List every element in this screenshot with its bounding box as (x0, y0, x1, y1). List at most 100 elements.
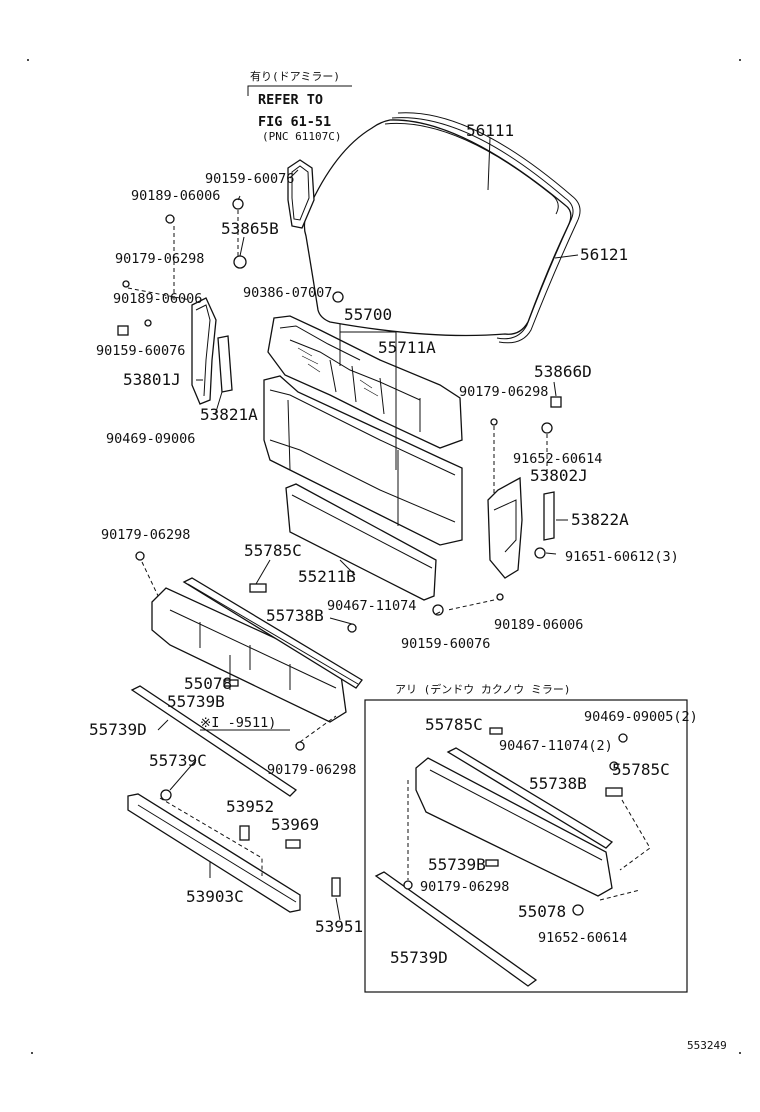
inset-fastener-d (572, 904, 584, 916)
label-55739C: 55739C (149, 751, 207, 770)
molding-55739D (130, 685, 298, 797)
fasteners-left-upper (117, 198, 344, 336)
seal-left-53821A (217, 335, 233, 393)
label-90159-b: 90159-60076 (96, 343, 185, 359)
inset-fastener-c (403, 880, 413, 890)
leader-dash-3 (127, 287, 191, 301)
cowl-inner-panel-55711A (263, 375, 463, 546)
label-90189-a: 90189-06006 (131, 188, 220, 204)
label-90179-c: 90179-06298 (101, 527, 190, 543)
label-55700: 55700 (344, 305, 392, 324)
clip-53952 (239, 825, 250, 841)
cowl-side-right-53802J (487, 476, 523, 579)
inset-box (364, 699, 688, 993)
leader-dash-6 (447, 599, 495, 611)
label-53802J: 53802J (530, 466, 588, 485)
leader-lines (157, 137, 579, 921)
inset-molding (446, 747, 614, 849)
refer-line-1: REFER TO (258, 92, 323, 108)
inset-lower-molding (374, 871, 538, 987)
label-56121: 56121 (580, 245, 628, 264)
label-55211B: 55211B (298, 567, 356, 586)
label-90179-a: 90179-06298 (115, 251, 204, 267)
weatherstrip (384, 112, 581, 344)
inset-fastener-b (609, 761, 619, 771)
label-53951: 53951 (315, 917, 363, 936)
inset-dash-2 (619, 799, 651, 871)
label-90179-b: 90179-06298 (459, 384, 548, 400)
part-labels: 56111 56121 90159-60076 90189-06006 5386… (89, 121, 679, 936)
leader-dash-8 (299, 715, 337, 743)
windshield-glass (303, 119, 572, 337)
label-53903C: 53903C (186, 887, 244, 906)
label-55078-b: 55078 (518, 902, 566, 921)
inset-fastener-a (618, 733, 628, 743)
fastener-90467-a (347, 623, 357, 633)
clip-55739C (160, 789, 172, 801)
refer-note-jp: 有り(ドアミラー) (250, 69, 340, 83)
label-55739D-b: 55739D (390, 948, 448, 967)
fasteners-right (432, 396, 562, 616)
label-53952: 53952 (226, 797, 274, 816)
inset-clip-a (489, 727, 503, 735)
label-53801J: 53801J (123, 370, 181, 389)
label-91652-a: 91652-60614 (513, 451, 602, 467)
label-53866D: 53866D (534, 362, 592, 381)
label-90467-a: 90467-11074 (327, 598, 416, 614)
label-55785C-c: 55785C (612, 760, 670, 779)
label-53865B: 53865B (221, 219, 279, 238)
fastener-90179-c (135, 551, 145, 561)
inset-labels: アリ (デンドウ カクノウ ミラー) 55785C 90469-09005(2)… (390, 682, 698, 967)
label-90469-b: 90469-09005(2) (584, 709, 698, 725)
label-55738B-b: 55738B (529, 774, 587, 793)
label-90179-e: 90179-06298 (420, 879, 509, 895)
refer-box: 有り(ドアミラー) REFER TO FIG 61-51 (PNC 61107C… (247, 69, 352, 143)
clip-55739B-a (223, 679, 239, 687)
label-90189-b: 90189-06006 (113, 291, 202, 307)
label-90467-b: 90467-11074(2) (499, 738, 613, 754)
inset-title: アリ (デンドウ カクノウ ミラー) (395, 682, 570, 696)
label-53821A: 53821A (200, 405, 258, 424)
label-55785C-a: 55785C (244, 541, 302, 560)
label-55738B-a: 55738B (266, 606, 324, 625)
molding-55738B (182, 577, 363, 689)
inset-garnish (415, 757, 613, 897)
refer-line-3: (PNC 61107C) (262, 130, 341, 143)
valance-53903C (127, 793, 301, 913)
label-90469-a: 90469-09006 (106, 431, 195, 447)
label-55078-a: 55078 (184, 674, 232, 693)
label-90179-d: 90179-06298 (267, 762, 356, 778)
label-91652-b: 91652-60614 (538, 930, 627, 946)
label-55785C-b: 55785C (425, 715, 483, 734)
label-91651: 91651-60612(3) (565, 549, 679, 565)
fastener-90179-d (295, 741, 305, 751)
garnish-55078 (151, 587, 347, 723)
cowl-side-left-53801J (191, 297, 217, 405)
mirror-bracket-53865B (287, 159, 315, 229)
label-90386: 90386-07007 (243, 285, 332, 301)
label-90189-c: 90189-06006 (494, 617, 583, 633)
diagram-id: 553249 (687, 1039, 727, 1052)
label-note-range: ※I -9511) (200, 715, 276, 731)
cowl-cover-55211B (285, 483, 437, 601)
seal-right-53822A (543, 491, 555, 541)
label-53822A: 53822A (571, 510, 629, 529)
label-53969: 53969 (271, 815, 319, 834)
bracket-53951 (331, 877, 341, 897)
cowl-top-panel-55700 (267, 315, 463, 449)
inset-clip-c (485, 859, 499, 867)
label-55711A: 55711A (378, 338, 436, 357)
inset-clip-b (605, 787, 623, 797)
label-56111: 56111 (466, 121, 514, 140)
label-90159-a: 90159-60076 (205, 171, 294, 187)
label-90159-c: 90159-60076 (401, 636, 490, 652)
corner-marks (27, 59, 741, 1054)
label-55739B-b: 55739B (428, 855, 486, 874)
refer-line-2: FIG 61-51 (258, 114, 331, 130)
label-55739D-a: 55739D (89, 720, 147, 739)
label-55739B-a: 55739B (167, 692, 225, 711)
clip-53969 (285, 839, 301, 849)
clip-55785C (249, 583, 267, 593)
leader-dash-7 (141, 561, 161, 601)
